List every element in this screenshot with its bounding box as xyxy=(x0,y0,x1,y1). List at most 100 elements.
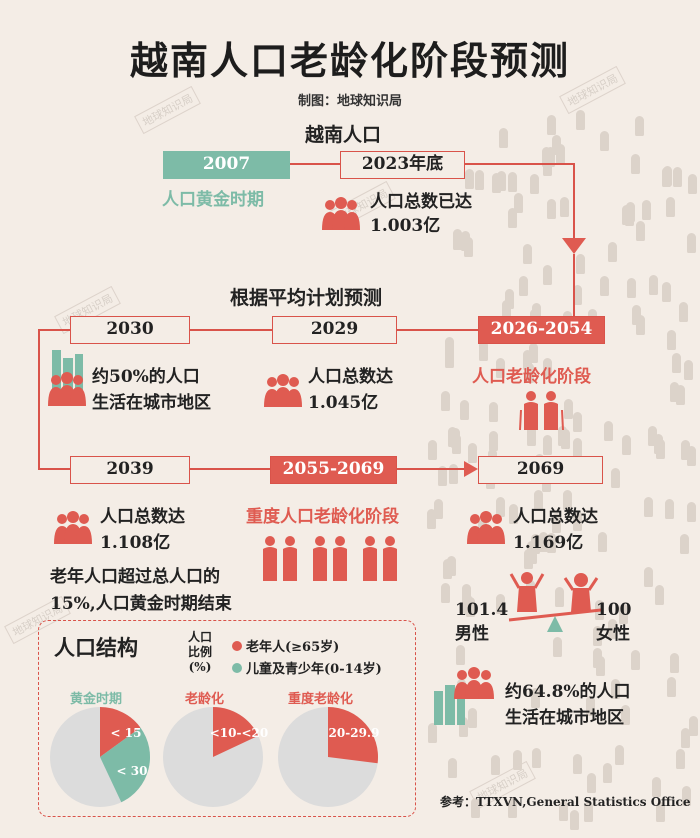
pie-label-severe: 重度老龄化 xyxy=(288,692,354,707)
crowd-figure xyxy=(451,427,461,448)
crowd-figure xyxy=(592,648,602,669)
pie-slice-elderly xyxy=(328,707,378,764)
crowd-figure xyxy=(662,165,672,186)
crowd-figure xyxy=(525,363,535,384)
pop-2023-line2: 1.003亿 xyxy=(370,216,441,236)
crowd-figure xyxy=(464,168,474,189)
crowd-figure xyxy=(569,810,579,831)
pop-2039-line1: 人口总数达 xyxy=(100,507,185,527)
pop-2023-line1: 人口总数已达 xyxy=(370,192,472,212)
crowd-figure xyxy=(495,358,505,379)
crowd-figure xyxy=(585,696,595,717)
pie-label-elderly-value: 20-29.9 xyxy=(329,726,380,740)
crowd-figure xyxy=(573,510,583,531)
crowd-figure xyxy=(676,385,686,406)
crowd-figure xyxy=(573,411,583,432)
crowd-figure xyxy=(531,687,541,708)
pop-2029-line2: 1.045亿 xyxy=(308,393,379,413)
female-ratio: 100 xyxy=(596,600,632,620)
crowd-figure xyxy=(611,678,621,699)
crowd-figure xyxy=(546,532,556,553)
crowd-figure xyxy=(573,284,583,305)
arrow-right-icon xyxy=(464,461,478,477)
urban-2030-line2: 生活在城市地区 xyxy=(92,393,211,413)
year-2055-2069: 2055-2069 xyxy=(270,456,397,484)
crowd-figure xyxy=(666,676,676,697)
crowd-figure xyxy=(598,532,608,553)
aging-stage-label: 人口老龄化阶段 xyxy=(472,367,591,387)
crowd-figure xyxy=(672,353,682,374)
crowd-figure xyxy=(445,348,455,369)
pie-label-elderly-value: <10-<20 xyxy=(210,726,269,740)
credit: 制图：地球知识局 xyxy=(297,94,402,109)
crowd-figure xyxy=(475,169,485,190)
timeline-line xyxy=(38,468,468,470)
section-forecast: 根据平均计划预测 xyxy=(230,287,383,309)
pop-2069-line1: 人口总数达 xyxy=(513,507,598,527)
elderly-couple-icon xyxy=(519,391,564,430)
male-label: 男性 xyxy=(455,624,489,644)
pop-2069-line2: 1.169亿 xyxy=(513,533,584,553)
pie-slice-elderly xyxy=(100,707,141,757)
crowd-figure xyxy=(666,196,676,217)
people-group-icon xyxy=(54,511,92,544)
crowd-figure xyxy=(681,786,691,807)
year-2023: 2023年底 xyxy=(340,151,465,179)
crowd-figure xyxy=(461,231,471,252)
crowd-figure xyxy=(572,438,582,459)
crowd-figure xyxy=(632,304,642,325)
crowd-figure xyxy=(681,728,691,749)
crowd-figure xyxy=(687,502,697,523)
crowd-figure xyxy=(610,468,620,489)
crowd-figure xyxy=(562,489,572,510)
crowd-figure xyxy=(459,717,469,738)
crowd-figure xyxy=(558,425,568,446)
crowd-figure xyxy=(558,800,568,821)
page-title: 越南人口老龄化阶段预测 xyxy=(129,38,570,83)
crowd-figure xyxy=(518,275,528,296)
crowd-figure xyxy=(428,440,438,461)
crowd-figure xyxy=(675,748,685,769)
crowd-figure xyxy=(608,242,618,263)
crowd-figure xyxy=(539,531,549,552)
crowd-figure xyxy=(489,401,499,422)
crowd-figure xyxy=(664,498,674,519)
year-2039: 2039 xyxy=(70,456,190,484)
crowd-figure xyxy=(528,343,538,364)
crowd-figure xyxy=(546,115,556,136)
crowd-figure xyxy=(666,329,676,350)
crowd-figure xyxy=(495,496,505,517)
crowd-figure xyxy=(687,446,697,467)
crowd-figure xyxy=(534,490,544,511)
crowd-figure xyxy=(543,264,553,285)
crowd-figure xyxy=(648,275,658,296)
timeline-line xyxy=(38,329,40,469)
crowd-figure xyxy=(529,173,539,194)
people-group-icon xyxy=(322,197,360,230)
crowd-figure xyxy=(502,300,512,321)
crowd-figure xyxy=(460,400,470,421)
city-people-icon xyxy=(434,667,494,725)
crowd-figure xyxy=(681,440,691,461)
crowd-figure xyxy=(461,584,471,605)
crowd-figure xyxy=(542,357,552,378)
people-group-icon xyxy=(264,374,302,407)
crowd-figure xyxy=(636,220,646,241)
crowd-figure xyxy=(527,426,537,447)
crowd-figure xyxy=(631,650,641,671)
crowd-figure xyxy=(687,174,697,195)
crowd-figure xyxy=(673,167,683,188)
crowd-figure xyxy=(523,549,533,570)
severe-aging-label: 重度人口老龄化阶段 xyxy=(246,507,399,527)
crowd-figure xyxy=(576,254,586,275)
crowd-figure xyxy=(643,567,653,588)
crowd-figure xyxy=(584,802,594,823)
year-2069: 2069 xyxy=(478,456,603,484)
crowd-figure xyxy=(635,314,645,335)
crowd-figure xyxy=(507,207,517,228)
crowd-figure xyxy=(453,230,463,251)
year-2026-2054: 2026-2054 xyxy=(478,316,605,344)
pop-2039-line2: 1.108亿 xyxy=(100,533,171,553)
section-vietnam-pop: 越南人口 xyxy=(305,124,382,146)
